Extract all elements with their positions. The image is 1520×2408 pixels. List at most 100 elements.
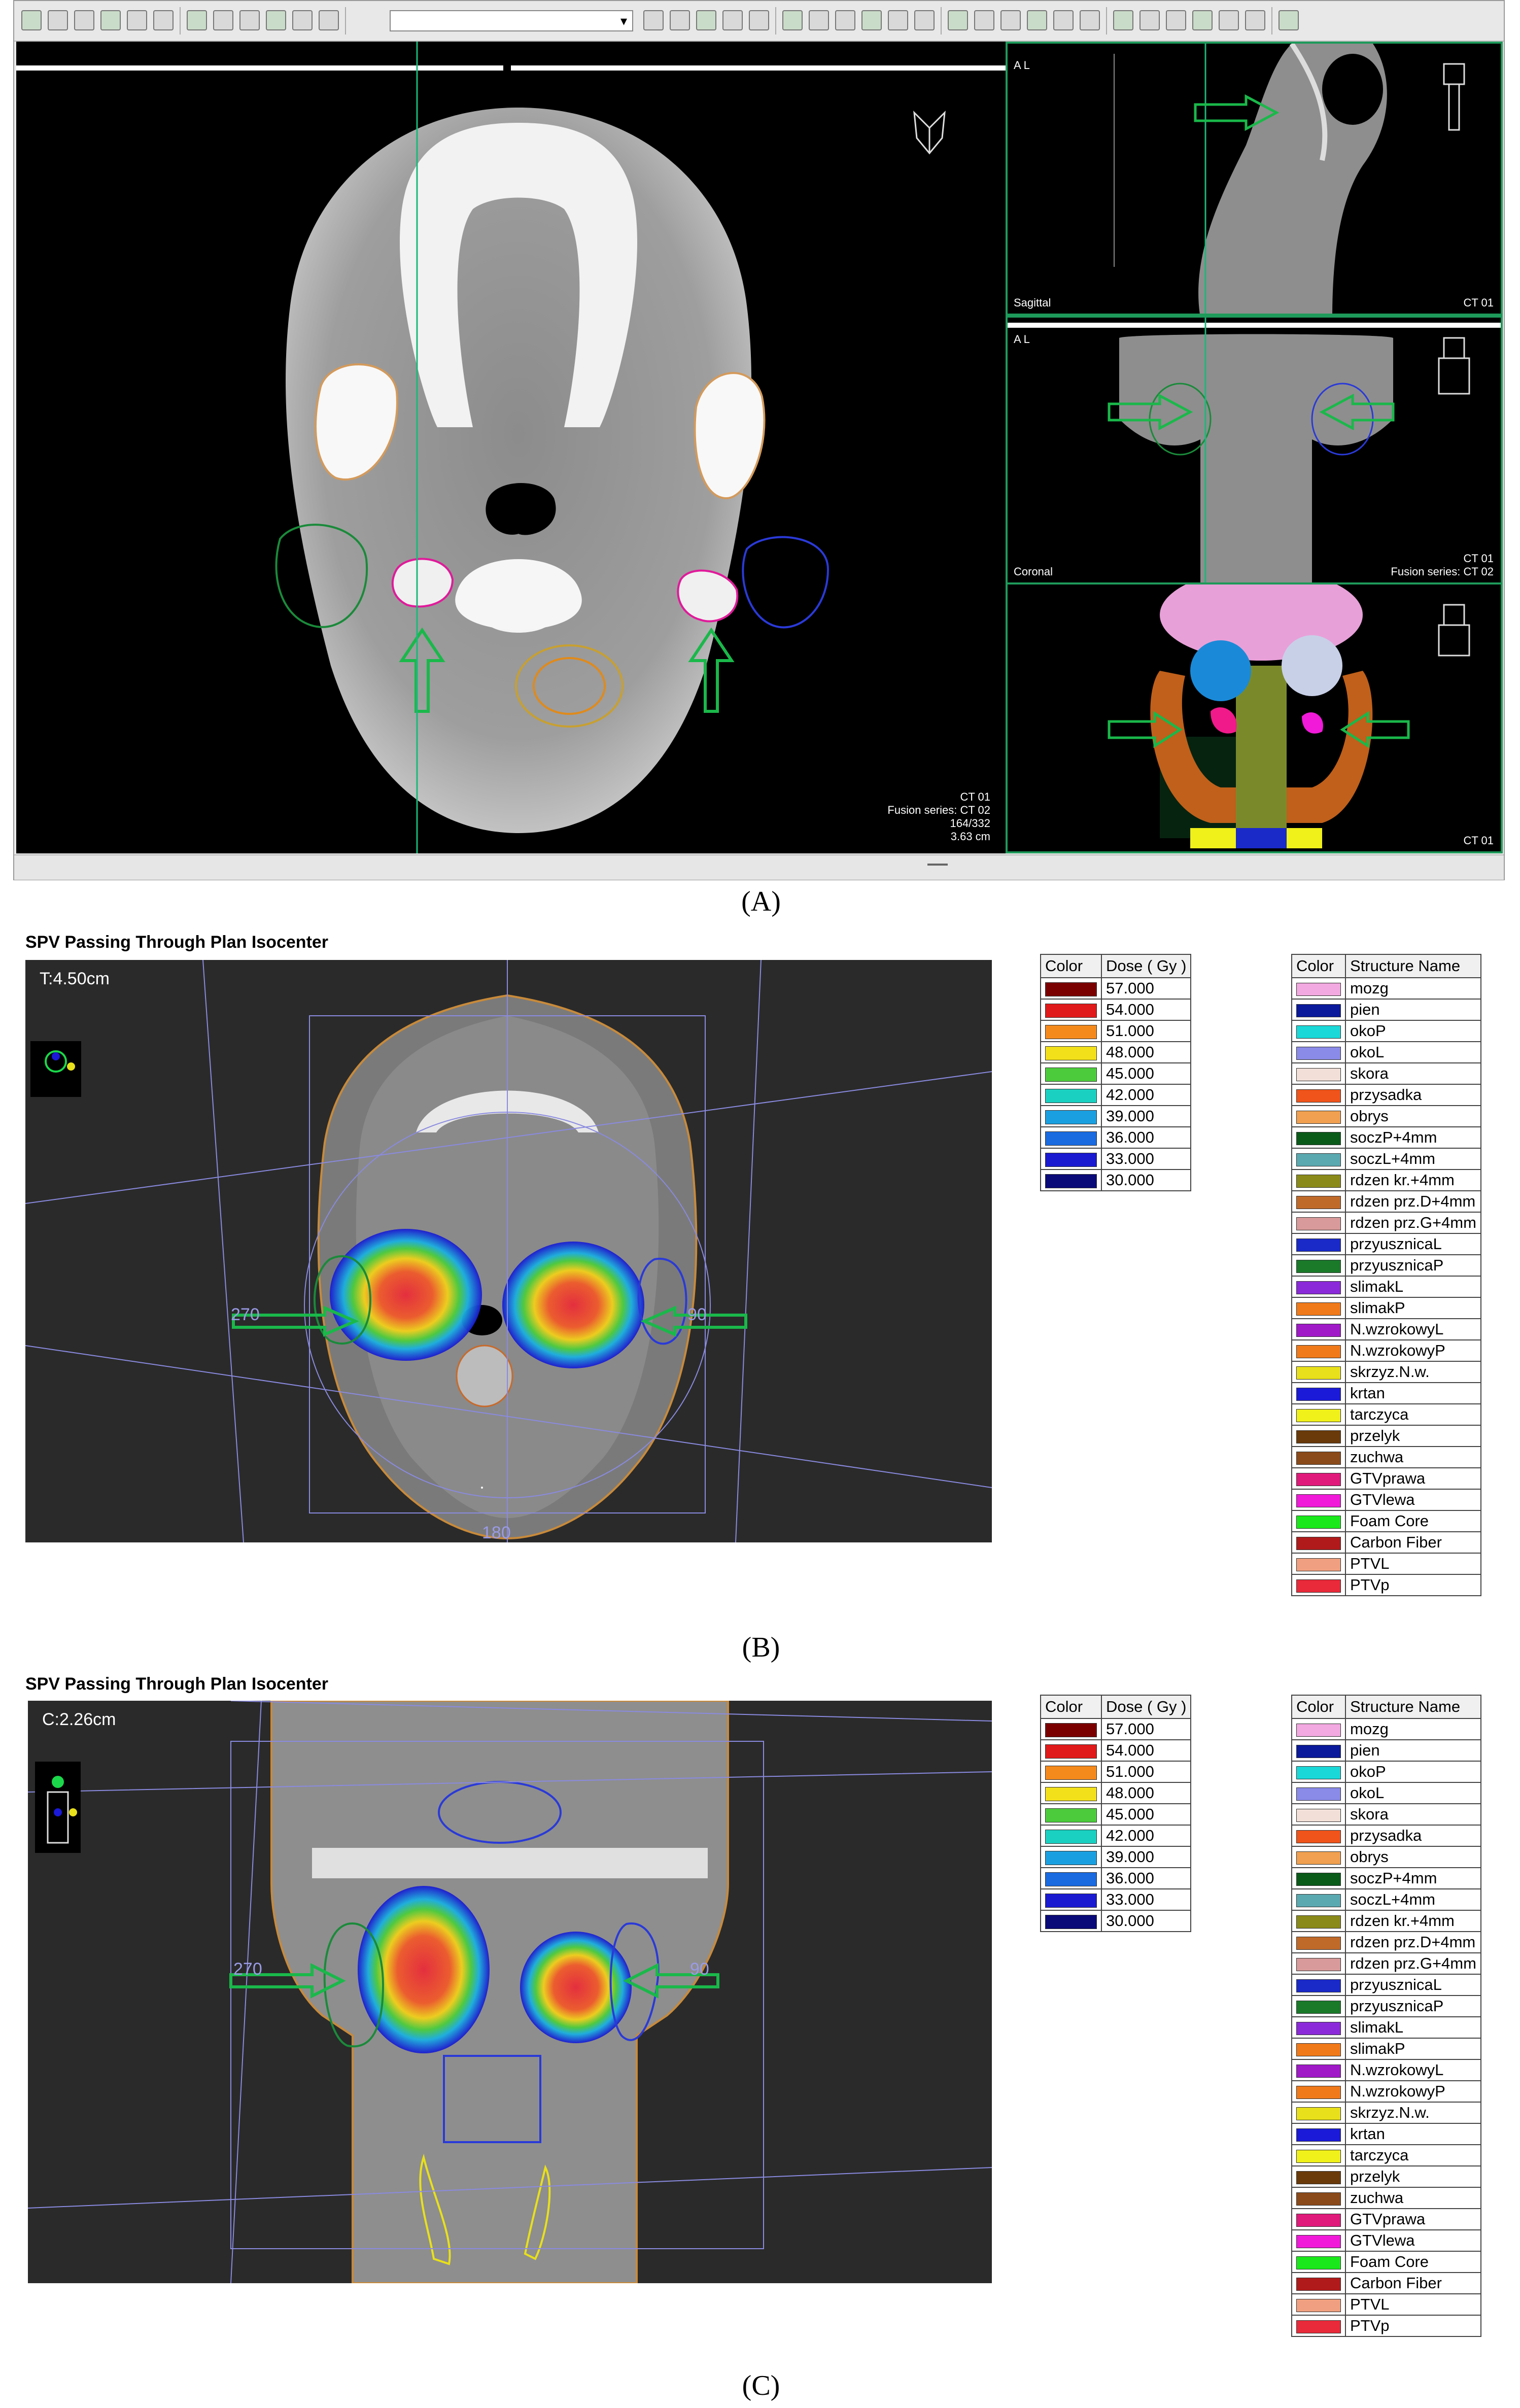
legend-swatch-cell <box>1040 1148 1102 1170</box>
color-swatch <box>1296 1366 1341 1380</box>
3d-render-view[interactable]: CT 01 <box>1006 569 1503 853</box>
eye-icon[interactable] <box>100 10 121 30</box>
structure-name: GTVprawa <box>1345 2208 1481 2230</box>
legend-swatch-cell <box>1291 2187 1346 2209</box>
legend-swatch-cell <box>1040 1825 1102 1847</box>
color-swatch <box>1296 1915 1341 1929</box>
coronal-view[interactable]: A L Coronal CT 01 Fusion series: CT 02 <box>1006 316 1503 584</box>
hand-icon[interactable] <box>1053 10 1074 30</box>
minus-icon[interactable] <box>861 10 882 30</box>
gantry-angle-left: 270 <box>233 1959 262 1979</box>
open-icon[interactable] <box>643 10 664 30</box>
highlight-icon[interactable] <box>239 10 260 30</box>
copy-icon[interactable] <box>1080 10 1100 30</box>
scroll-grip-icon[interactable] <box>927 864 948 866</box>
structure-name: rdzen prz.D+4mm <box>1345 1190 1481 1213</box>
legend-swatch-cell <box>1291 1718 1346 1740</box>
dose-value: 30.000 <box>1100 1169 1192 1191</box>
legend-swatch-cell <box>1291 1846 1346 1868</box>
link-icon[interactable] <box>1113 10 1133 30</box>
legend-row: 57.000 <box>1040 977 1192 1000</box>
legend-row: N.wzrokowyP <box>1291 1339 1481 1362</box>
table-icon[interactable] <box>187 10 207 30</box>
legend-swatch-cell <box>1291 1148 1346 1170</box>
frame-icon[interactable] <box>1219 10 1239 30</box>
lasso-icon[interactable] <box>749 10 769 30</box>
coronal-dose-view[interactable]: C:2.26cm 270 90 <box>27 1700 992 2284</box>
measure-icon[interactable] <box>1139 10 1160 30</box>
structure-name: N.wzrokowyP <box>1345 1339 1481 1362</box>
legend-swatch-cell <box>1040 1020 1102 1042</box>
axial-dose-view[interactable]: T:4.50cm 270 90 180 <box>25 959 992 1543</box>
color-swatch <box>1296 982 1341 996</box>
legend-row: 30.000 <box>1040 1169 1192 1191</box>
dose-cloud-left <box>520 1932 632 2043</box>
color-swatch <box>1045 1872 1097 1886</box>
structure-name: skora <box>1345 1062 1481 1085</box>
layout-icon[interactable] <box>21 10 42 30</box>
sagittal-ct-image <box>1114 42 1465 318</box>
star-icon[interactable] <box>722 10 743 30</box>
structure-legend-name-header: Structure Name <box>1345 1695 1481 1719</box>
vertebra <box>455 559 582 630</box>
structure-name: N.wzrokowyP <box>1345 2080 1481 2103</box>
legend-row: okoL <box>1291 1041 1481 1063</box>
structure-name: obrys <box>1345 1846 1481 1868</box>
body-orientation-icon <box>35 1762 81 1853</box>
crosshair-icon[interactable] <box>74 10 94 30</box>
arrow-right-icon <box>232 1305 359 1337</box>
color-swatch <box>1296 1195 1341 1209</box>
legend-swatch-cell <box>1040 1169 1102 1191</box>
split-icon[interactable] <box>127 10 147 30</box>
film-icon[interactable] <box>266 10 286 30</box>
screen-icon[interactable] <box>1279 10 1299 30</box>
legend-row: mozg <box>1291 1718 1481 1740</box>
paint-icon[interactable] <box>292 10 313 30</box>
edit-icon[interactable] <box>809 10 829 30</box>
legend-swatch-cell <box>1291 1446 1346 1468</box>
legend-row: obrys <box>1291 1105 1481 1127</box>
grid2-icon[interactable] <box>1245 10 1265 30</box>
grid-icon[interactable] <box>48 10 68 30</box>
cut-icon[interactable] <box>974 10 994 30</box>
structure-name: przyusznicaL <box>1345 1974 1481 1996</box>
polygon-icon[interactable] <box>696 10 716 30</box>
contour-icon[interactable] <box>782 10 803 30</box>
color-icon[interactable] <box>1166 10 1186 30</box>
color-swatch <box>1296 1323 1341 1337</box>
volume-icon[interactable] <box>1192 10 1213 30</box>
legend-swatch-cell <box>1291 1105 1346 1127</box>
dose-cloud-right <box>358 1886 490 2053</box>
brush-icon[interactable] <box>319 10 339 30</box>
legend-swatch-cell <box>1291 1190 1346 1213</box>
window-icon[interactable] <box>153 10 174 30</box>
structure-name: Carbon Fiber <box>1345 2272 1481 2294</box>
color-swatch <box>1296 2043 1341 2056</box>
dot-icon[interactable] <box>1027 10 1047 30</box>
sagittal-view[interactable]: A L Sagittal CT 01 <box>1006 42 1503 318</box>
horizontal-scrollbar[interactable] <box>14 854 1504 880</box>
structure-name: przyusznicaP <box>1345 1995 1481 2017</box>
legend-swatch-cell <box>1291 1062 1346 1085</box>
pointer-icon[interactable] <box>213 10 233 30</box>
structure-name: N.wzrokowyL <box>1345 2059 1481 2081</box>
toolbar-select-dropdown[interactable]: ▾ <box>390 10 633 31</box>
structure-name: soczP+4mm <box>1345 1867 1481 1889</box>
caption-b: (B) <box>742 1632 780 1663</box>
mask-icon[interactable] <box>1000 10 1021 30</box>
arrow-icon[interactable] <box>670 10 690 30</box>
mandible <box>400 123 637 427</box>
toolbar-separator <box>180 7 181 35</box>
plus-icon[interactable] <box>835 10 855 30</box>
interp-icon[interactable] <box>948 10 968 30</box>
axial-view[interactable]: CT 01 Fusion series: CT 02 164/332 3.63 … <box>16 42 1006 853</box>
legend-row: GTVprawa <box>1291 2208 1481 2230</box>
legend-row: rdzen prz.D+4mm <box>1291 1190 1481 1213</box>
ruler-icon[interactable] <box>888 10 908 30</box>
structure-name: przelyk <box>1345 1425 1481 1447</box>
lock-icon[interactable] <box>914 10 935 30</box>
dose-value: 54.000 <box>1100 1739 1192 1762</box>
legend-row: Foam Core <box>1291 1510 1481 1532</box>
color-swatch <box>1296 1153 1341 1166</box>
color-swatch <box>1296 2256 1341 2269</box>
